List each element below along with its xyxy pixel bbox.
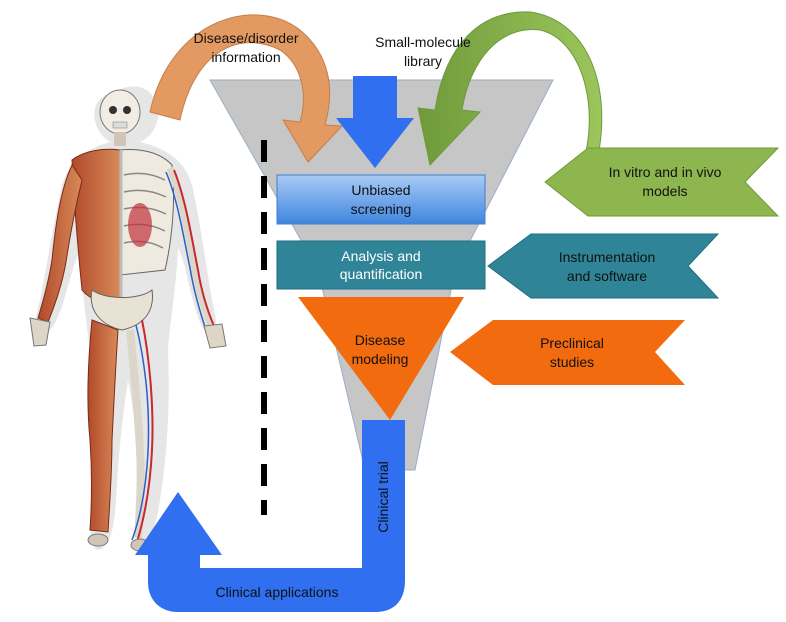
models-label-line1: In vitro and in vivo (609, 164, 722, 180)
disease-info-label-line2: information (211, 49, 280, 65)
analysis-label-line2: quantification (340, 266, 423, 282)
instrumentation-chevron (487, 233, 720, 299)
anatomy-figure (29, 86, 227, 552)
disease-modeling-triangle (298, 297, 464, 420)
preclinical-label-line2: studies (550, 354, 594, 370)
clinical-applications-label: Clinical applications (216, 584, 339, 600)
disease-info-arrow (149, 14, 344, 163)
models-arrow (417, 11, 603, 189)
instrument-label-line2: and software (567, 268, 647, 284)
unbiased-screening-box (276, 174, 486, 225)
screening-label-line1: Unbiased (351, 182, 410, 198)
analysis-label-line1: Analysis and (341, 248, 420, 264)
library-arrow (336, 76, 414, 168)
screening-label-line2: screening (351, 201, 412, 217)
models-label-line2: models (642, 183, 687, 199)
disease-info-label-line1: Disease/disorder (193, 30, 298, 46)
library-label-line1: Small-molecule (375, 34, 471, 50)
instrument-label-line1: Instrumentation (559, 249, 656, 265)
preclinical-label-line1: Preclinical (540, 335, 604, 351)
clinical-trial-label: Clinical trial (375, 461, 391, 533)
models-chevron (544, 147, 780, 217)
modeling-label-line1: Disease (355, 332, 406, 348)
clinical-arrow (135, 420, 405, 612)
modeling-label-line2: modeling (352, 351, 409, 367)
analysis-quantification-box (276, 240, 486, 290)
preclinical-chevron (450, 320, 685, 385)
library-label-line2: library (404, 53, 442, 69)
